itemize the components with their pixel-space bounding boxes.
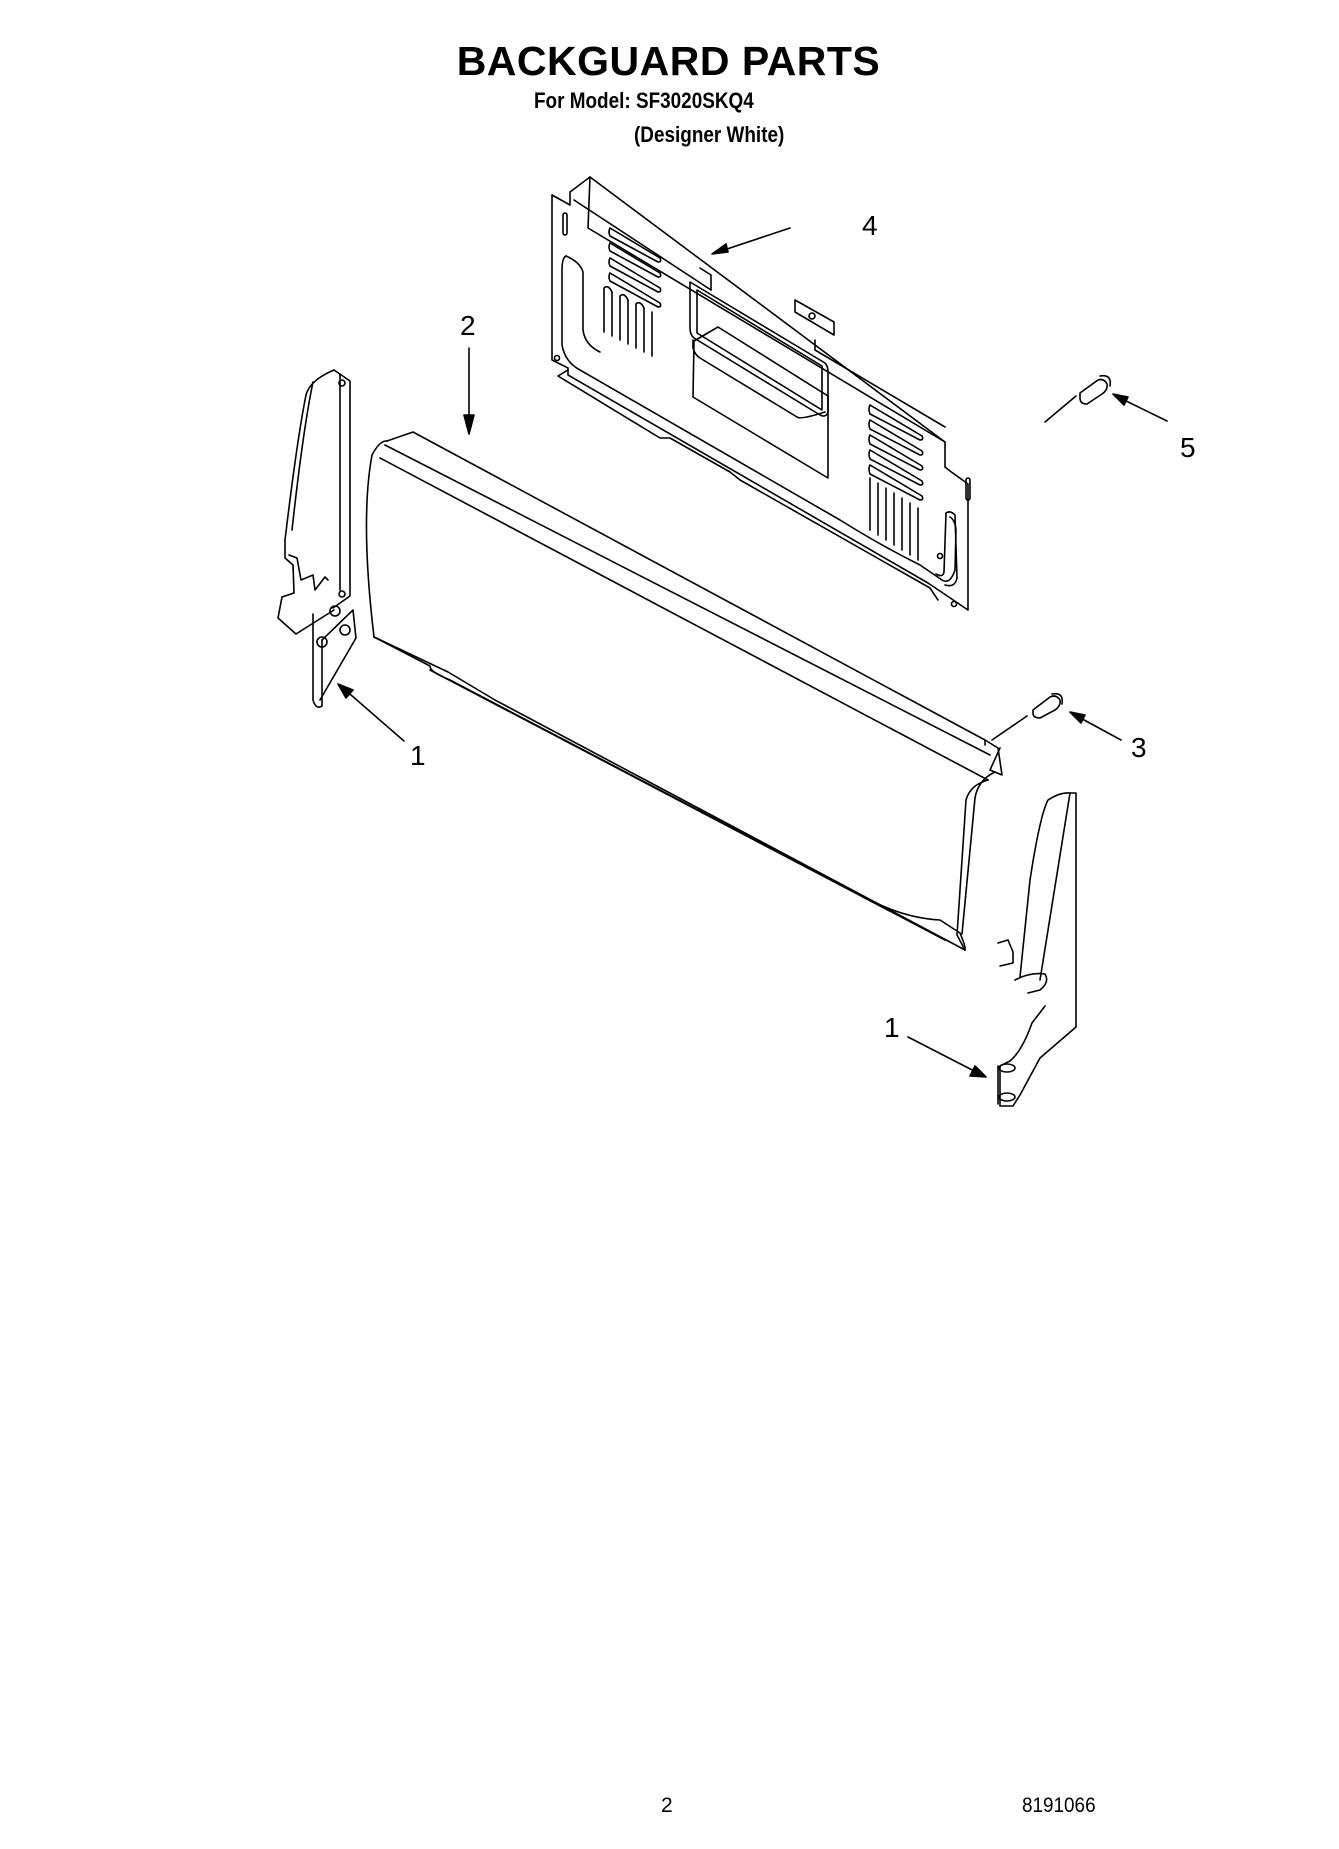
page-number: 2 [661,1794,673,1817]
page-title: BACKGUARD PARTS [456,38,881,84]
left-end-cap-part-1 [277,369,357,708]
callout-1-right-label: 1 [884,1012,900,1043]
model-line: For Model: SF3020SKQ4 [534,88,754,113]
callout-2-leader [463,347,475,435]
screw-part-5 [1044,374,1168,423]
screw-part-3 [991,692,1122,741]
right-end-cap-part-1 [997,792,1077,1107]
callout-1-right-leader [907,1036,987,1078]
callout-2-label: 2 [460,310,476,341]
backguard-part-2 [365,431,1003,951]
callout-4-leader [711,227,791,255]
callout-5-label: 5 [1180,432,1196,463]
variant-line: (Designer White) [634,122,785,147]
document-number: 8191066 [1022,1794,1096,1817]
callout-4-label: 4 [862,210,878,241]
callout-1-left-leader [337,683,405,742]
rear-panel-part-4 [551,176,971,611]
callout-1-left-label: 1 [410,740,426,771]
callout-3-label: 3 [1131,732,1147,763]
